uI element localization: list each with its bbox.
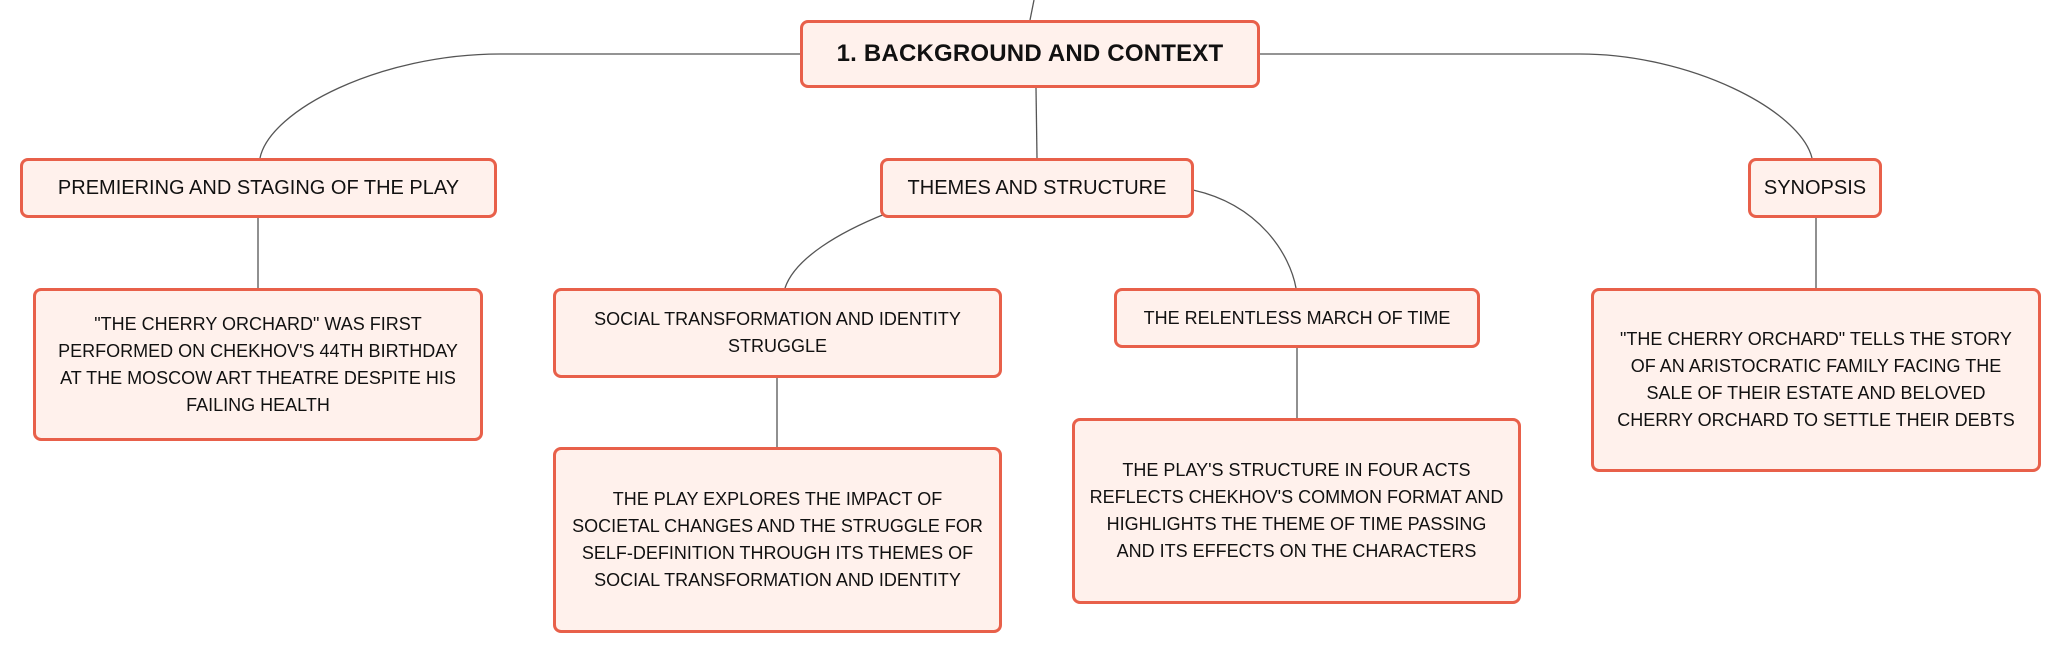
subtopic-label: SOCIAL TRANSFORMATION AND IDENTITY STRUG… [594,309,961,356]
root-topic-label: 1. BACKGROUND AND CONTEXT [836,40,1224,67]
branch-node-themes[interactable]: THEMES AND STRUCTURE [880,158,1194,218]
branch-label: PREMIERING AND STAGING OF THE PLAY [57,176,460,199]
subtopic-node-social[interactable]: SOCIAL TRANSFORMATION AND IDENTITY STRUG… [553,288,1002,378]
connector-themes-to-social [784,213,886,289]
detail-text: "THE CHERRY ORCHARD" TELLS THE STORY OF … [1617,329,2015,430]
connector-parent-to-root [1029,0,1035,21]
detail-node-time[interactable]: THE PLAY'S STRUCTURE IN FOUR ACTS REFLEC… [1072,418,1521,604]
connector-root-to-premiering [259,53,800,159]
subtopic-label: THE RELENTLESS MARCH OF TIME [1143,307,1451,328]
detail-text: THE PLAY EXPLORES THE IMPACT OF SOCIETAL… [572,489,983,590]
connector-root-to-synopsis [1260,53,1813,159]
branch-label: SYNOPSIS [1763,176,1867,199]
detail-text: "THE CHERRY ORCHARD" WAS FIRST PERFORMED… [58,313,458,415]
subtopic-node-time[interactable]: THE RELENTLESS MARCH OF TIME [1114,288,1480,348]
detail-text: THE PLAY'S STRUCTURE IN FOUR ACTS REFLEC… [1089,460,1504,561]
detail-node-social[interactable]: THE PLAY EXPLORES THE IMPACT OF SOCIETAL… [553,447,1002,633]
root-topic-node[interactable]: 1. BACKGROUND AND CONTEXT [800,20,1260,88]
detail-node-premiering[interactable]: "THE CHERRY ORCHARD" WAS FIRST PERFORMED… [33,288,483,441]
connector-root-to-themes [1035,87,1038,159]
connector-themes-to-time [1192,189,1297,289]
detail-node-synopsis[interactable]: "THE CHERRY ORCHARD" TELLS THE STORY OF … [1591,288,2041,472]
branch-node-synopsis[interactable]: SYNOPSIS [1748,158,1882,218]
branch-label: THEMES AND STRUCTURE [907,176,1167,199]
branch-node-premiering[interactable]: PREMIERING AND STAGING OF THE PLAY [20,158,497,218]
